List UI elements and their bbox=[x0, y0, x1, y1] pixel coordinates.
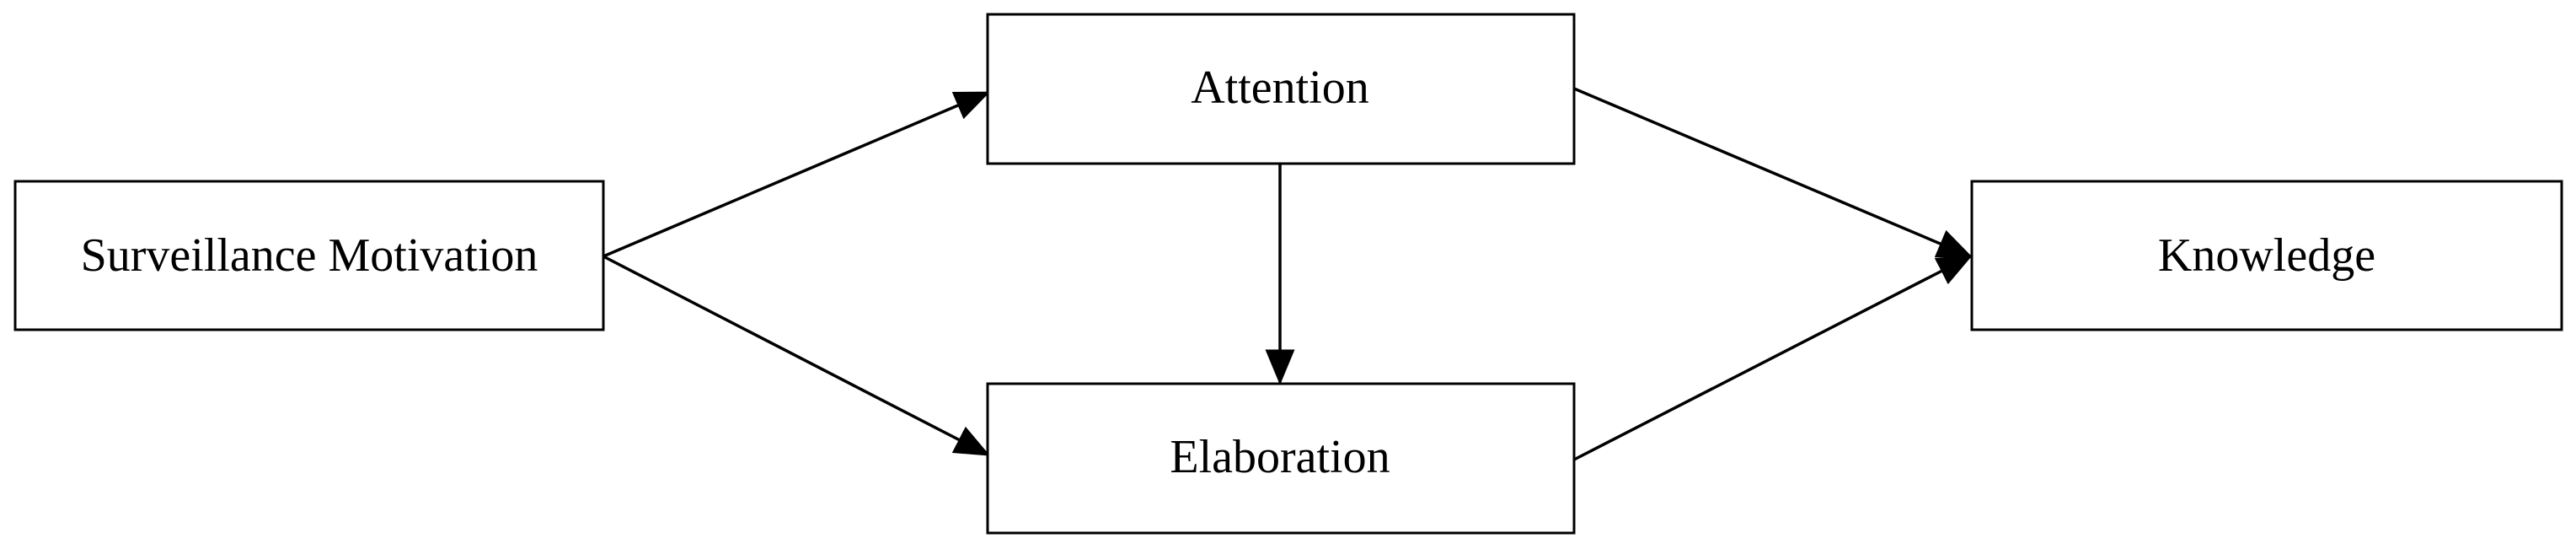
node-box bbox=[986, 13, 1576, 165]
node-label: Surveillance Motivation bbox=[81, 229, 538, 282]
edge-surveillance-to-elaboration bbox=[602, 255, 991, 456]
node-elaboration: Elaboration bbox=[986, 382, 1576, 535]
edge-attention-to-knowledge bbox=[1573, 87, 1974, 258]
node-surveillance-motivation: Surveillance Motivation bbox=[13, 180, 605, 331]
node-label: Knowledge bbox=[2158, 229, 2375, 282]
node-box bbox=[1970, 180, 2563, 331]
node-knowledge: Knowledge bbox=[1970, 180, 2563, 331]
node-label: Elaboration bbox=[1170, 431, 1390, 483]
edge-elaboration-to-knowledge bbox=[1573, 255, 1974, 461]
node-box bbox=[13, 180, 605, 331]
node-attention: Attention bbox=[986, 13, 1576, 165]
edges bbox=[602, 87, 1974, 461]
node-box bbox=[986, 382, 1576, 535]
node-label: Attention bbox=[1191, 62, 1369, 114]
edge-surveillance-to-attention bbox=[602, 91, 991, 258]
